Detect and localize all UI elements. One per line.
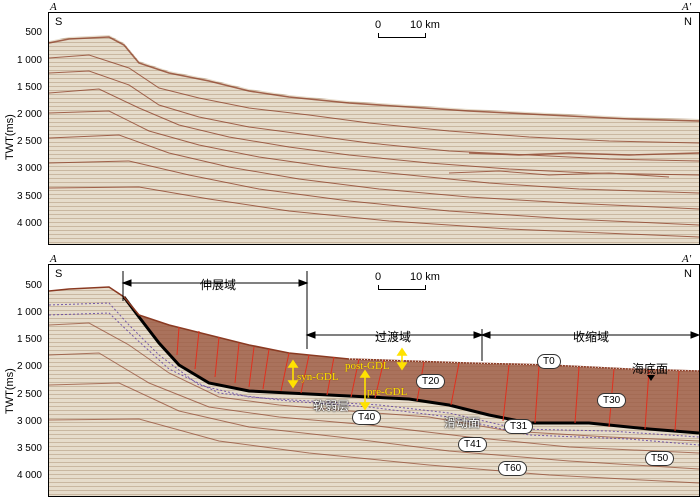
top-scale-label: 10 km [410, 19, 440, 31]
top-ytick-2500: 2 500 [16, 136, 42, 147]
bottom-ytick-3500: 3 500 [16, 443, 42, 454]
top-ytick-2000: 2 000 [16, 109, 42, 120]
transition-domain-label: 过渡域 [375, 330, 412, 344]
bottom-ytick-2500: 2 500 [16, 389, 42, 400]
extension-domain-label: 伸展域 [200, 278, 237, 292]
top-ytick-4000: 4 000 [16, 218, 42, 229]
slip-surface-label: 滑动面 [444, 416, 481, 430]
post-gdl-label: post-GDL [345, 360, 390, 372]
top-ytick-3000: 3 000 [16, 163, 42, 174]
horizon-t20-label: T20 [416, 374, 446, 389]
bottom-scale-zero: 0 [375, 271, 382, 283]
top-ytick-3500: 3 500 [16, 191, 42, 202]
weak-layer-label: 软弱层 [313, 399, 350, 413]
syn-gdl-label: syn-GDL [297, 371, 339, 383]
bottom-side-right-label: N [684, 268, 692, 280]
top-seismic-panel [48, 12, 700, 245]
bottom-ytick-3000: 3 000 [16, 416, 42, 427]
top-side-left-label: S [55, 16, 63, 28]
contraction-domain-label: 收缩域 [573, 330, 610, 344]
top-side-right-label: N [684, 16, 692, 28]
bottom-seismic-image [49, 265, 699, 496]
bottom-ytick-4000: 4 000 [16, 470, 42, 481]
bottom-scale-label: 10 km [410, 271, 440, 283]
horizon-t40-label: T40 [352, 410, 382, 425]
bottom-side-left-label: S [55, 268, 63, 280]
top-corner-left-label: A [50, 1, 57, 13]
bottom-corner-right-label: A' [682, 253, 692, 265]
top-seismic-image [49, 13, 699, 244]
bottom-corner-left-label: A [50, 253, 57, 265]
top-ytick-500: 500 [25, 27, 42, 38]
horizon-t31-label: T31 [504, 419, 534, 434]
bottom-ytick-1500: 1 500 [16, 334, 42, 345]
horizon-t30-label: T30 [597, 393, 627, 408]
bottom-ytick-2000: 2 000 [16, 361, 42, 372]
horizon-t60-label: T60 [498, 461, 528, 476]
top-ytick-1500: 1 500 [16, 82, 42, 93]
pre-gdl-label: pre-GDL [367, 386, 408, 398]
top-scale-zero: 0 [375, 19, 382, 31]
top-scale-bar [378, 33, 426, 38]
seafloor-label: 海底面 [632, 362, 669, 376]
horizon-t50-label: T50 [645, 451, 675, 466]
horizon-t0-label: T0 [537, 354, 561, 369]
top-corner-right-label: A' [682, 1, 692, 13]
bottom-scale-bar [378, 285, 426, 290]
top-ytick-1000: 1 000 [16, 55, 42, 66]
horizon-t41-label: T41 [458, 437, 488, 452]
bottom-seismic-panel [48, 264, 700, 497]
bottom-ytick-500: 500 [25, 280, 42, 291]
bottom-ytick-1000: 1 000 [16, 307, 42, 318]
